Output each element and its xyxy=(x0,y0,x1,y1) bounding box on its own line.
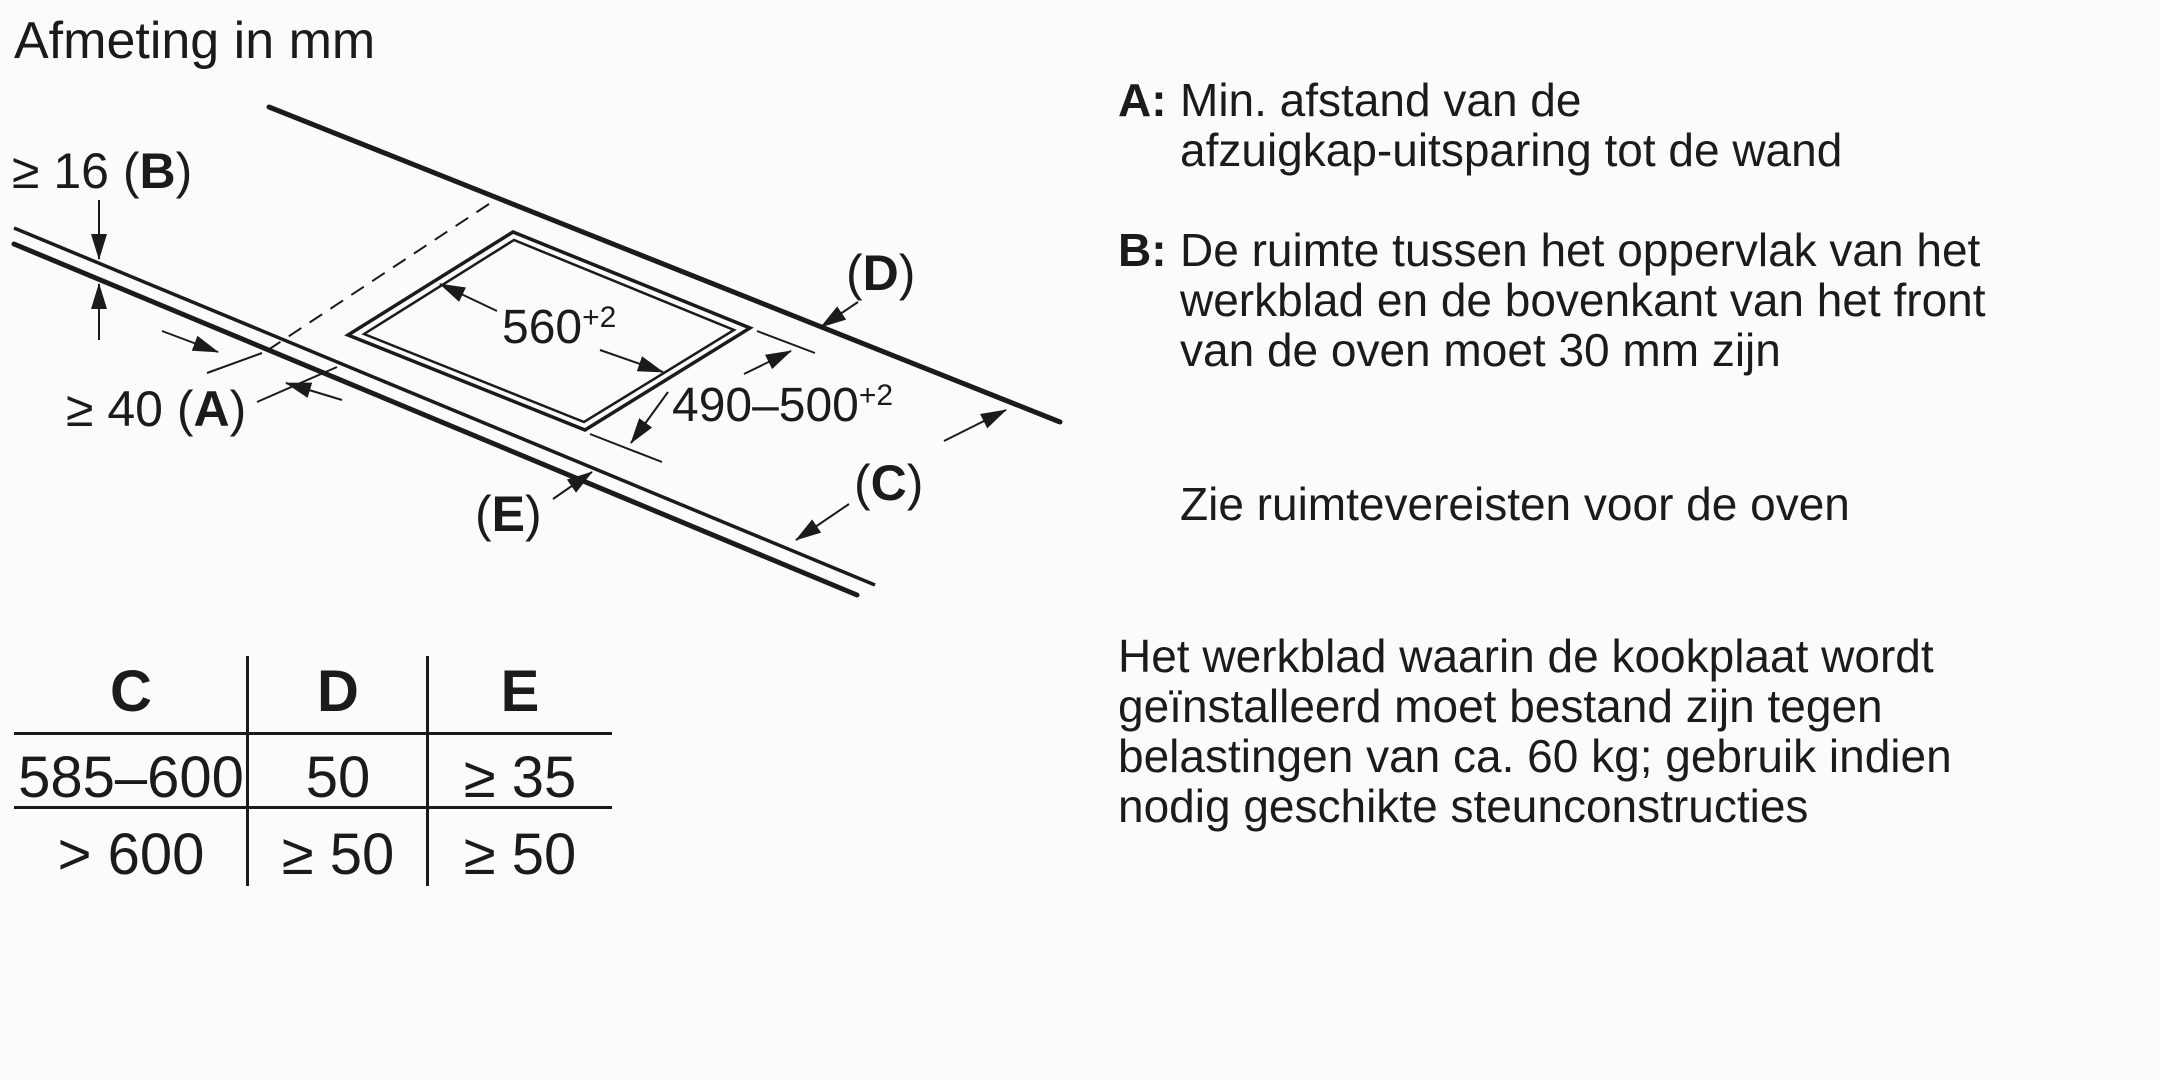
wall-edge-line xyxy=(266,104,1063,425)
note-b: B: De ruimte tussen het oppervlak van he… xyxy=(1118,225,1986,375)
note-b-line: van de oven moet 30 mm zijn xyxy=(1180,324,1781,376)
label-d-leader-arrow xyxy=(820,301,859,328)
table-row: > 600 ≥ 50 ≥ 50 xyxy=(14,816,612,894)
note-worktop-load: Het werkblad waarin de kookplaat wordt g… xyxy=(1118,631,1952,831)
dim-a-arrow-left xyxy=(285,382,343,401)
table-cell: > 600 xyxy=(57,822,205,887)
label-c-arrow-down xyxy=(795,503,850,541)
dim-depth-arrow-down xyxy=(630,391,669,444)
note-a-line: Min. afstand van de xyxy=(1180,74,1582,126)
dim-b-label: ≥ 16 (B) xyxy=(12,143,192,199)
dim-width-label: 560+2 xyxy=(502,301,616,354)
table-row: 585–600 50 ≥ 35 xyxy=(14,740,612,816)
note-b-line: werkblad en de bovenkant van het front xyxy=(1180,274,1986,326)
table-cell: 585–600 xyxy=(18,745,244,810)
hood-cutout-dashed-line xyxy=(267,203,490,351)
label-e: (E) xyxy=(475,486,542,542)
table-cell: ≥ 35 xyxy=(463,745,577,810)
cutout-outer-outline xyxy=(344,230,754,432)
dimension-table: C D E 585–600 50 ≥ 35 > 600 ≥ 50 ≥ 50 xyxy=(14,652,612,888)
note-load-line: geïnstalleerd moet bestand zijn tegen xyxy=(1118,680,1883,732)
table-header-e: E xyxy=(500,659,540,724)
worktop-front-top-edge xyxy=(13,226,876,587)
table-rule-vertical xyxy=(426,656,429,886)
note-a: A: Min. afstand van de afzuigkap-uitspar… xyxy=(1118,75,1842,175)
table-cell: 50 xyxy=(305,745,371,810)
table-rule-horizontal xyxy=(14,806,612,809)
table-cell: ≥ 50 xyxy=(281,822,395,887)
note-load-line: nodig geschikte steunconstructies xyxy=(1118,780,1809,832)
diagram-title: Afmeting in mm xyxy=(14,12,375,70)
dim-width-arrow-left xyxy=(439,283,498,312)
dim-a-label: ≥ 40 (A) xyxy=(66,381,246,437)
cutout-inner-outline xyxy=(361,238,737,424)
note-b-line: De ruimte tussen het oppervlak van het xyxy=(1180,224,1981,276)
label-c: (C) xyxy=(854,455,923,511)
label-e-leader-arrow xyxy=(552,471,593,500)
table-header-c: C xyxy=(110,659,152,724)
note-load-line: Het werkblad waarin de kookplaat wordt xyxy=(1118,630,1934,682)
back-edge-extension-line xyxy=(756,330,816,354)
dimension-a-helper-line xyxy=(256,366,338,403)
table-rule-horizontal xyxy=(14,732,612,735)
dim-a-arrow-right xyxy=(161,330,219,353)
table-rule-vertical xyxy=(246,656,249,886)
label-d: (D) xyxy=(846,245,915,301)
note-b-label: B: xyxy=(1118,224,1167,276)
label-c-arrow-up xyxy=(943,409,1007,442)
dim-depth-label: 490–500+2 xyxy=(672,379,893,432)
note-a-line: afzuigkap-uitsparing tot de wand xyxy=(1180,124,1843,176)
front-edge-extension-line xyxy=(589,433,663,463)
worktop-cutout-drawing: Afmeting in mm ≥ 16 xyxy=(11,12,1063,598)
dim-depth-arrow-up xyxy=(743,350,792,375)
table-cell: ≥ 50 xyxy=(463,822,577,887)
dim-width-arrow-right xyxy=(599,349,664,373)
worktop-front-bottom-edge xyxy=(11,241,860,598)
table-header-d: D xyxy=(317,659,359,724)
note-load-line: belastingen van ca. 60 kg; gebruik indie… xyxy=(1118,730,1952,782)
note-a-label: A: xyxy=(1118,74,1167,126)
hood-cutout-extension-line xyxy=(206,352,263,374)
table-header-row: C D E xyxy=(14,652,612,740)
note-oven-clearance: Zie ruimtevereisten voor de oven xyxy=(1180,478,1850,530)
